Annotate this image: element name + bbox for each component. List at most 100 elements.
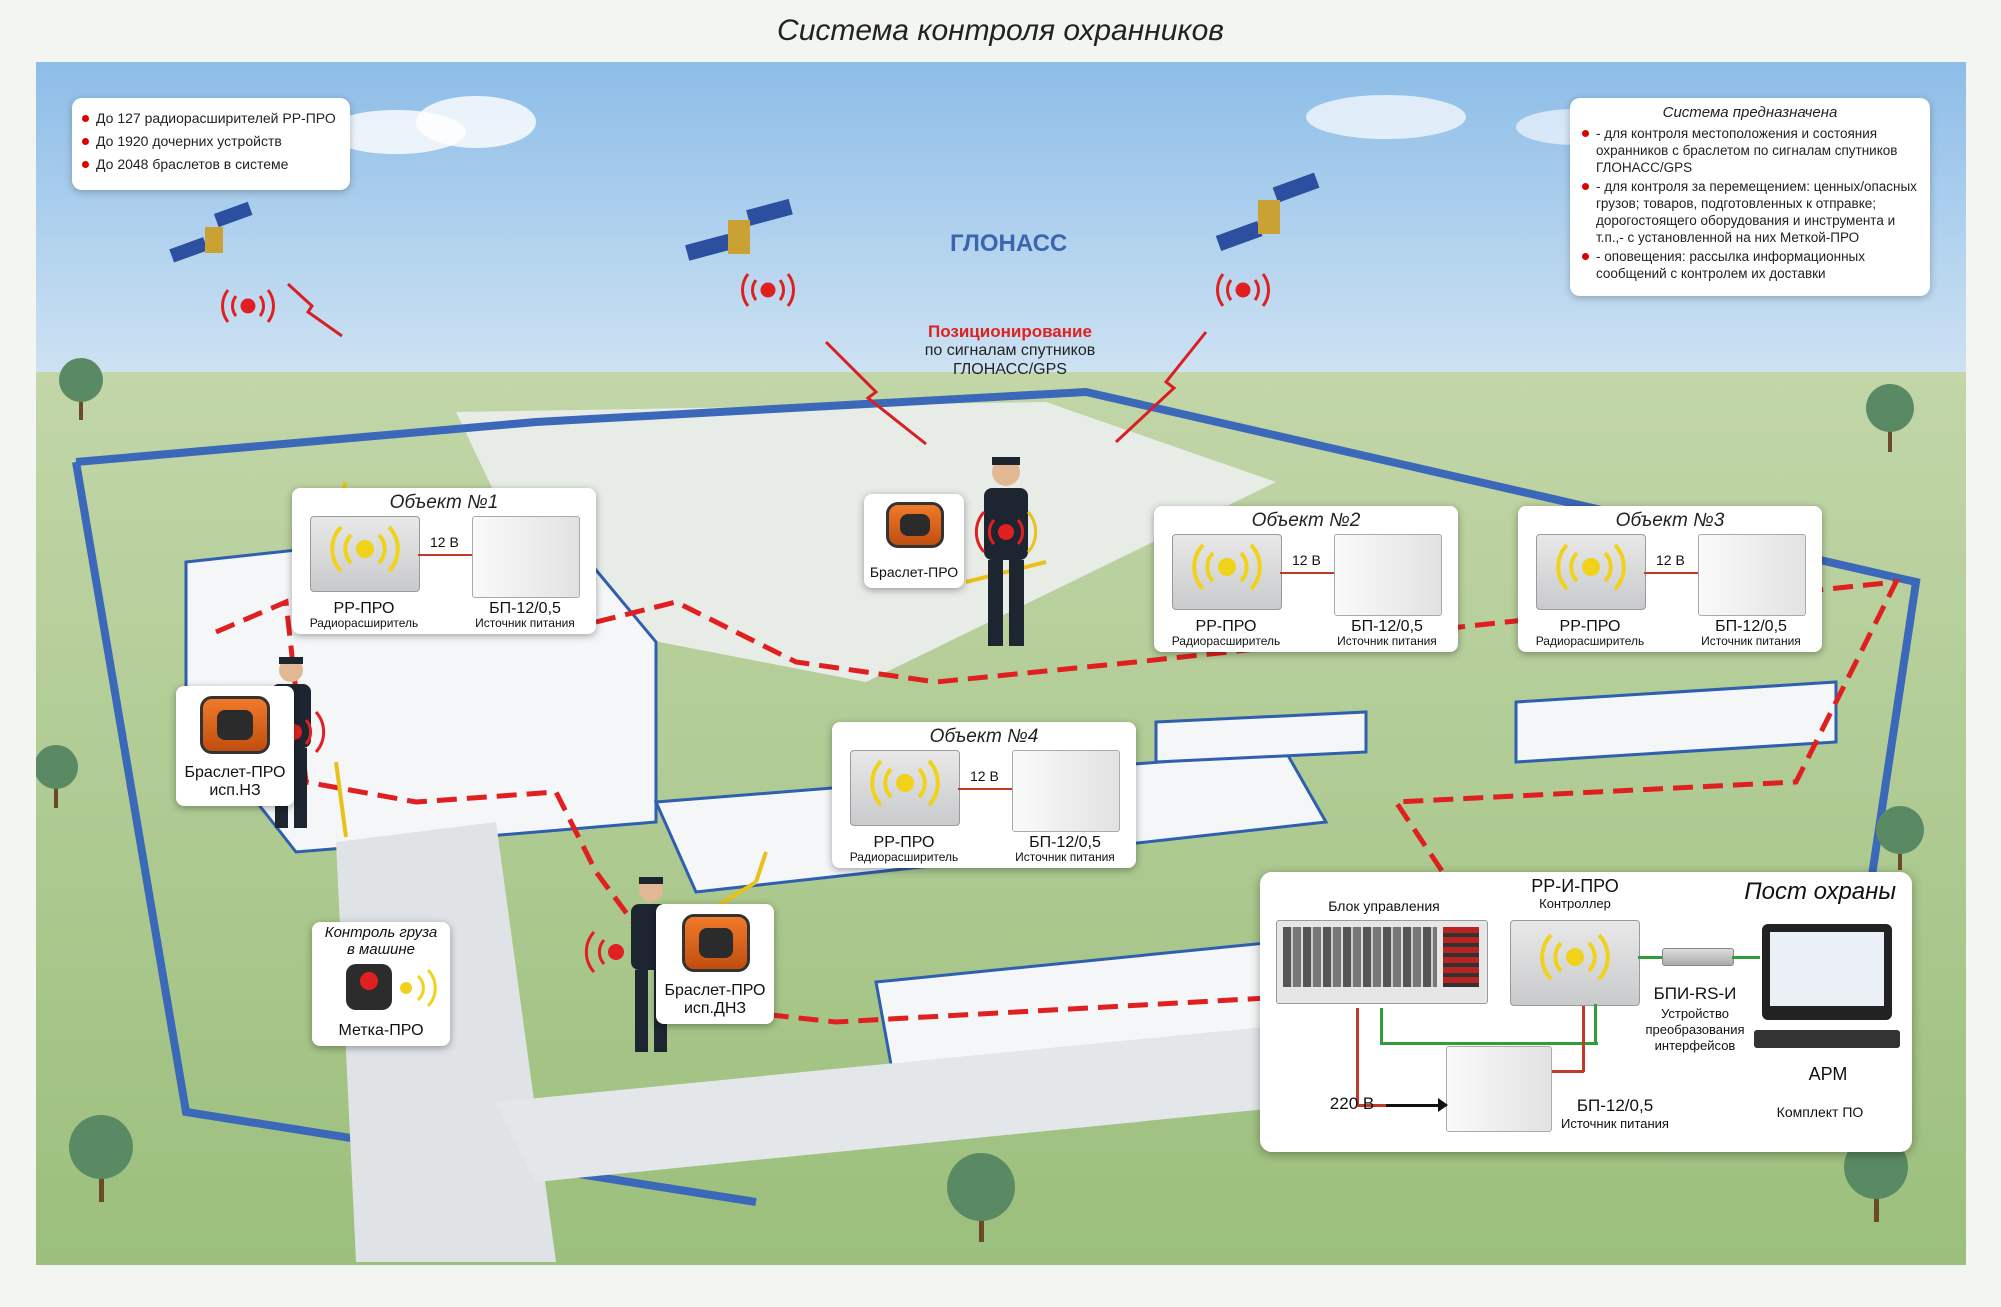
security-post-panel: Пост охраны Блок управления РР-И-ПРО Кон… <box>1260 872 1912 1152</box>
voltage-label: 12 В <box>430 534 459 550</box>
control-block-label: Блок управления <box>1328 898 1440 914</box>
bracelet-label: исп.ДНЗ <box>683 1000 747 1017</box>
satellite-icon <box>685 198 793 261</box>
capacity-item: До 1920 дочерних устройств <box>82 133 340 150</box>
mains-label: 220 В <box>1329 1094 1375 1113</box>
tree-icon <box>69 1115 133 1202</box>
capacity-info-box: До 127 радиорасширителей РР-ПРО До 1920 … <box>72 98 350 190</box>
object-card-4: Объект №4 12 В РР-ПРО Радиорасширитель Б… <box>832 722 1136 868</box>
patrol-route <box>595 579 1901 894</box>
page-title: Система контроля охранников <box>777 14 1224 47</box>
rr-pro-label: РР-ПРО <box>1559 618 1621 635</box>
tree-icon <box>947 1153 1015 1242</box>
psu-device <box>1334 534 1442 616</box>
cloud <box>416 96 536 148</box>
radio-signal-icon <box>870 759 940 807</box>
capacity-item: До 127 радиорасширителей РР-ПРО <box>82 110 340 127</box>
controller-label: РР-И-ПРО <box>1531 876 1619 896</box>
cargo-control-card: Контроль груза в машине Метка-ПРО <box>312 922 450 1046</box>
rr-pro-sublabel: Радиорасширитель <box>1535 634 1645 648</box>
psu-sublabel: Источник питания <box>475 616 575 630</box>
cargo-title: Контроль груза <box>324 924 438 941</box>
capacity-item: До 2048 браслетов в системе <box>82 156 340 173</box>
tag-label: Метка-ПРО <box>338 1022 424 1039</box>
post-psu-device <box>1446 1046 1552 1132</box>
arrow-head-icon <box>1438 1098 1448 1112</box>
workstation-monitor-icon <box>1762 924 1892 1020</box>
bracelet-label: исп.НЗ <box>209 782 261 799</box>
object-title: Объект №3 <box>1615 510 1725 531</box>
signal-icon <box>1216 273 1270 307</box>
satellite-icon <box>169 201 253 263</box>
data-wire <box>1380 1042 1598 1045</box>
voltage-label: 12 В <box>970 768 999 784</box>
psu-label: БП-12/0,5 <box>1029 834 1101 851</box>
rr-pro-label: РР-ПРО <box>873 834 935 851</box>
bpi-sublabel: интерфейсов <box>1654 1038 1736 1053</box>
radio-signal-icon <box>1192 543 1262 591</box>
rr-pro-device <box>1172 534 1282 610</box>
purpose-item: - для контроля местоположения и состояни… <box>1582 125 1918 176</box>
power-wire <box>1280 572 1334 574</box>
post-psu-label: БП-12/0,5 <box>1576 1096 1654 1115</box>
tree-icon <box>59 358 103 420</box>
building <box>1154 710 1368 764</box>
psu-sublabel: Источник питания <box>1701 634 1801 648</box>
radio-signal-icon <box>1556 543 1626 591</box>
road <box>496 1022 1336 1182</box>
satellite-icon <box>1215 172 1320 252</box>
building <box>1514 680 1838 764</box>
psu-label: БП-12/0,5 <box>489 600 561 617</box>
object-title: Объект №4 <box>929 726 1039 747</box>
voltage-label: 12 В <box>1292 552 1321 568</box>
bpi-sublabel: Устройство <box>1660 1006 1729 1021</box>
radio-signal-icon <box>330 525 400 573</box>
purpose-heading: Система предназначена <box>1662 104 1838 121</box>
arm-label: АРМ <box>1808 1064 1848 1084</box>
tree-icon <box>36 745 78 808</box>
psu-label: БП-12/0,5 <box>1715 618 1787 635</box>
object-card-3: Объект №3 12 В РР-ПРО Радиорасширитель Б… <box>1518 506 1822 652</box>
power-wire <box>418 554 472 556</box>
psu-device <box>472 516 580 598</box>
bracelet-watch-icon <box>200 696 270 754</box>
bracelet-label: Браслет-ПРО <box>869 564 959 580</box>
bracelet-card-bottom: Браслет-ПРО исп.ДНЗ <box>656 904 774 1024</box>
purpose-info-box: Система предназначена - для контроля мес… <box>1570 98 1930 296</box>
object-card-1: Объект №1 12 В РР-ПРО Радиорасширитель Б… <box>292 488 596 634</box>
purpose-item: - оповещения: рассылка информационных со… <box>1582 248 1918 282</box>
power-wire <box>1550 1070 1584 1073</box>
tree-icon <box>1866 384 1914 452</box>
control-block-device <box>1276 920 1488 1004</box>
data-wire <box>1380 1008 1383 1044</box>
tag-device-icon <box>346 964 392 1010</box>
post-title: Пост охраны <box>1744 878 1896 905</box>
tree-icon <box>1876 806 1924 870</box>
controller-device <box>1510 920 1640 1006</box>
bracelet-signal-icon <box>974 511 1038 553</box>
glonass-label: ГЛОНАСС <box>950 230 1068 257</box>
psu-sublabel: Источник питания <box>1337 634 1437 648</box>
bracelet-card-left: Браслет-ПРО исп.НЗ <box>176 686 294 806</box>
power-wire <box>1644 572 1698 574</box>
positioning-line: по сигналам спутников <box>924 342 1096 359</box>
radio-signal-icon <box>1540 933 1610 981</box>
object-title: Объект №2 <box>1251 510 1361 531</box>
positioning-line: ГЛОНАСС/GPS <box>953 361 1067 378</box>
rs-link <box>1638 956 1662 959</box>
usb-link <box>1732 956 1760 959</box>
bpi-device <box>1662 948 1734 966</box>
purpose-item: - для контроля за перемещением: ценных/о… <box>1582 178 1918 246</box>
mains-arrow-icon <box>1386 1104 1442 1107</box>
object-title: Объект №1 <box>389 492 499 513</box>
positioning-label: Позиционирование по сигналам спутников Г… <box>900 322 1120 379</box>
data-wire <box>1594 1004 1597 1044</box>
keyboard-icon <box>1754 1030 1900 1048</box>
psu-label: БП-12/0,5 <box>1351 618 1423 635</box>
bpi-sublabel: преобразования <box>1645 1022 1745 1037</box>
bracelet-label: Браслет-ПРО <box>664 982 766 999</box>
signal-icon <box>221 289 275 323</box>
signal-icon <box>741 273 795 307</box>
tag-signal-icon <box>400 968 437 1008</box>
bracelet-label: Браслет-ПРО <box>184 764 286 781</box>
